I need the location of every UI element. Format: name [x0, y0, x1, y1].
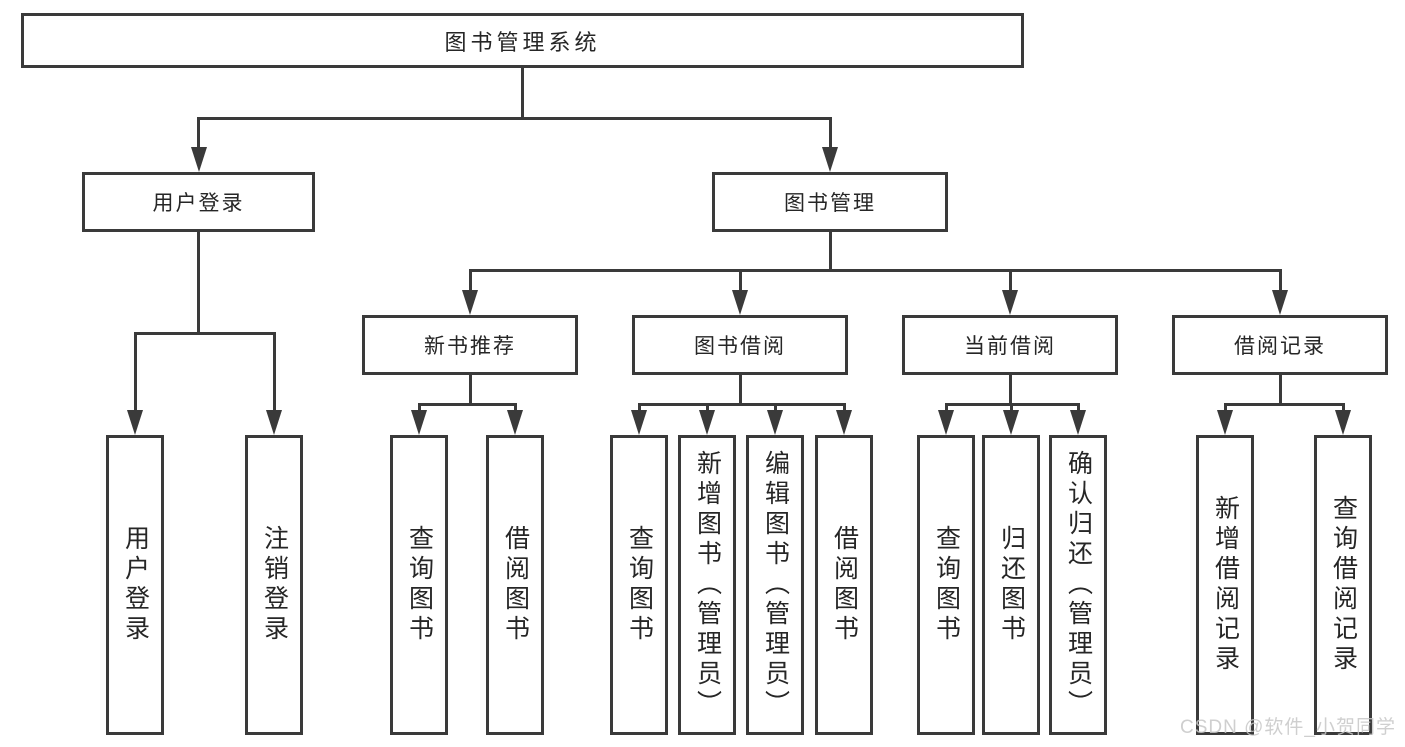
- connector-line: [705, 403, 709, 415]
- connector-line: [468, 269, 1282, 272]
- connector-line: [738, 269, 742, 295]
- arrow-down-icon: [699, 410, 715, 435]
- connector-line: [1009, 403, 1013, 415]
- connector-line: [468, 375, 472, 406]
- node-c-return: 归还图书: [982, 435, 1040, 735]
- arrow-down-icon: [1002, 290, 1018, 315]
- arrow-down-icon: [1272, 290, 1288, 315]
- connector-line: [133, 332, 137, 415]
- arrow-down-icon: [411, 410, 427, 435]
- arrow-down-icon: [822, 147, 838, 172]
- connector-line: [1223, 403, 1345, 406]
- connector-line: [1008, 375, 1012, 406]
- connector-line: [468, 269, 472, 295]
- arrow-down-icon: [462, 290, 478, 315]
- node-records: 借阅记录: [1172, 315, 1388, 375]
- node-c-confirm: 确认归还（管理员）: [1049, 435, 1107, 735]
- arrow-down-icon: [507, 410, 523, 435]
- connector-line: [1278, 375, 1282, 406]
- connector-line: [133, 332, 276, 335]
- connector-line: [637, 403, 641, 415]
- arrow-down-icon: [1003, 410, 1019, 435]
- arrow-down-icon: [190, 147, 207, 172]
- connector-line: [842, 403, 846, 415]
- node-logout: 注销登录: [245, 435, 303, 735]
- connector-line: [521, 68, 524, 120]
- arrow-down-icon: [127, 410, 143, 435]
- node-r-query: 查询借阅记录: [1314, 435, 1372, 735]
- arrow-down-icon: [1070, 410, 1086, 435]
- node-c-query: 查询图书: [917, 435, 975, 735]
- arrow-down-icon: [767, 410, 783, 435]
- node-b-add: 新增图书（管理员）: [678, 435, 736, 735]
- connector-line: [738, 375, 742, 406]
- arrow-down-icon: [732, 290, 748, 315]
- connector-line: [417, 403, 421, 415]
- connector-line: [1341, 403, 1345, 415]
- node-mgmt: 图书管理: [712, 172, 948, 232]
- node-nb-borrow: 借阅图书: [486, 435, 544, 735]
- connector-line: [637, 403, 846, 406]
- arrow-down-icon: [938, 410, 954, 435]
- node-borrow: 图书借阅: [632, 315, 848, 375]
- watermark: CSDN @软件_小贺同学: [1180, 717, 1396, 738]
- arrow-down-icon: [1217, 410, 1233, 435]
- node-root: 图书管理系统: [21, 13, 1024, 68]
- node-current: 当前借阅: [902, 315, 1118, 375]
- connector-line: [828, 232, 832, 272]
- connector-line: [513, 403, 517, 415]
- connector-line: [1008, 269, 1012, 295]
- connector-line: [1223, 403, 1227, 415]
- connector-line: [272, 332, 276, 415]
- connector-line: [1278, 269, 1282, 295]
- node-login: 用户登录: [82, 172, 315, 232]
- connector-line: [944, 403, 948, 415]
- connector-line: [773, 403, 777, 415]
- node-new-book: 新书推荐: [362, 315, 578, 375]
- node-b-query: 查询图书: [610, 435, 668, 735]
- node-r-add: 新增借阅记录: [1196, 435, 1254, 735]
- connector-line: [417, 403, 517, 406]
- arrow-down-icon: [1335, 410, 1351, 435]
- connector-line: [197, 117, 200, 152]
- arrow-down-icon: [836, 410, 852, 435]
- arrow-down-icon: [266, 410, 282, 435]
- node-nb-query: 查询图书: [390, 435, 448, 735]
- connector-line: [197, 232, 200, 335]
- connector-line: [1076, 403, 1080, 415]
- node-user-login: 用户登录: [106, 435, 164, 735]
- node-b-borrow: 借阅图书: [815, 435, 873, 735]
- connector-line: [197, 117, 832, 120]
- connector-line: [828, 117, 832, 152]
- arrow-down-icon: [631, 410, 647, 435]
- node-b-edit: 编辑图书（管理员）: [746, 435, 804, 735]
